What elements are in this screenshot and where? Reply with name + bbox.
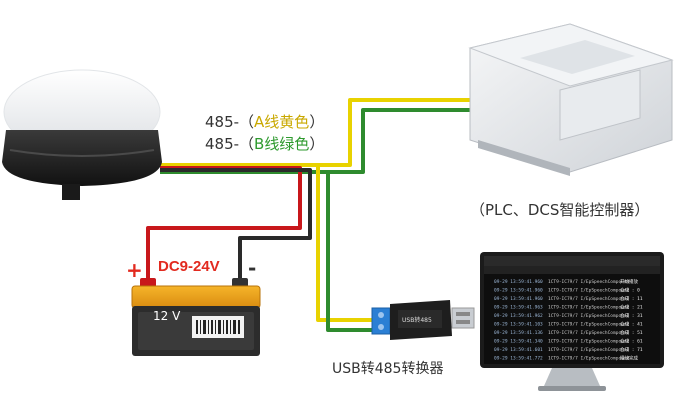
label-485-b-suffix: ）	[309, 135, 325, 153]
label-battery-voltage: 12 V	[153, 309, 181, 323]
label-positive-terminal: +	[126, 258, 143, 282]
battery	[131, 278, 261, 356]
monitor-row-text: 合成 : 61	[620, 338, 643, 345]
label-negative-terminal: -	[248, 256, 257, 280]
monitor-row-msg: 1CT9-IC79/7 I/EpSpeechCompound	[548, 356, 630, 362]
monitor-row-msg: 1CT9-IC79/7 I/EpSpeechCompound	[548, 305, 630, 311]
monitor: 09-29 13:59:41.960 1CT9-IC79/7 I/EpSpeech…	[480, 252, 664, 391]
monitor-row-text: 合成 : 0	[620, 287, 640, 294]
monitor-row-msg: 1CT9-IC79/7 I/EpSpeechCompound	[548, 279, 630, 285]
monitor-row-msg: 1CT9-IC79/7 I/EpSpeechCompound	[548, 322, 630, 328]
converter-label: USB转485	[402, 316, 432, 324]
monitor-row-date: 09-29 13:59:41.772	[494, 356, 543, 362]
monitor-row-date: 09-29 13:59:41.103	[494, 322, 543, 328]
monitor-row-msg: 1CT9-IC79/7 I/EpSpeechCompound	[548, 288, 630, 294]
monitor-row-text: 开始播放	[620, 278, 638, 285]
monitor-row-date: 09-29 13:59:41.963	[494, 305, 543, 311]
monitor-row-msg: 1CT9-IC79/7 I/EpSpeechCompound	[548, 330, 630, 336]
monitor-row-date: 09-29 13:59:41.960	[494, 288, 543, 294]
plc-controller	[468, 23, 674, 176]
monitor-row-text: 合成 : 31	[620, 312, 643, 319]
wire-yellow-a	[160, 98, 512, 167]
monitor-row-msg: 1CT9-IC79/7 I/EpSpeechCompound	[548, 339, 630, 345]
monitor-log: 09-29 13:59:41.960 1CT9-IC79/7 I/EpSpeech…	[494, 278, 643, 362]
monitor-row-text: 合成 : 21	[620, 304, 643, 311]
monitor-row-date: 09-29 13:59:41.960	[494, 296, 543, 302]
monitor-row-date: 09-29 13:59:41.601	[494, 347, 543, 353]
wires	[146, 98, 512, 332]
monitor-row-msg: 1CT9-IC79/7 I/EpSpeechCompound	[548, 313, 630, 319]
label-485-a-line: 485-（A线黄色）	[205, 111, 324, 132]
wire-black-power	[160, 168, 312, 282]
monitor-row-date: 09-29 13:59:41.962	[494, 313, 543, 319]
usb-485-converter: USB转485	[371, 300, 475, 340]
wire-yellow-to-usb	[316, 165, 375, 322]
monitor-row-text: 合成 : 51	[620, 329, 643, 336]
monitor-row-date: 09-29 13:59:41.136	[494, 330, 543, 336]
monitor-row-text: 合成 : 71	[620, 346, 643, 353]
label-usb-converter: USB转485转换器	[332, 361, 444, 377]
alarm-light	[2, 69, 162, 200]
monitor-row-date: 09-29 13:59:41.960	[494, 279, 543, 285]
monitor-row-date: 09-29 13:59:41.340	[494, 339, 543, 345]
monitor-row-text: 合成 : 41	[620, 321, 643, 328]
monitor-row-text: 合成 : 11	[620, 295, 643, 302]
monitor-row-msg: 1CT9-IC79/7 I/EpSpeechCompound	[548, 296, 630, 302]
label-485-b-line: 485-（B线绿色）	[205, 133, 324, 154]
monitor-row-text: 播放完成	[620, 355, 638, 362]
label-485-a-prefix: 485-（	[205, 113, 255, 131]
monitor-row-msg: 1CT9-IC79/7 I/EpSpeechCompound	[548, 347, 630, 353]
wire-green-to-usb	[326, 172, 375, 332]
label-485-b-prefix: 485-（	[205, 135, 255, 153]
label-b-green: B线绿色	[254, 135, 310, 153]
label-dc-voltage: DC9-24V	[158, 258, 220, 275]
label-plc-controller: （PLC、DCS智能控制器）	[470, 201, 650, 219]
label-485-a-suffix: ）	[309, 113, 325, 131]
label-a-yellow: A线黄色	[254, 113, 310, 131]
